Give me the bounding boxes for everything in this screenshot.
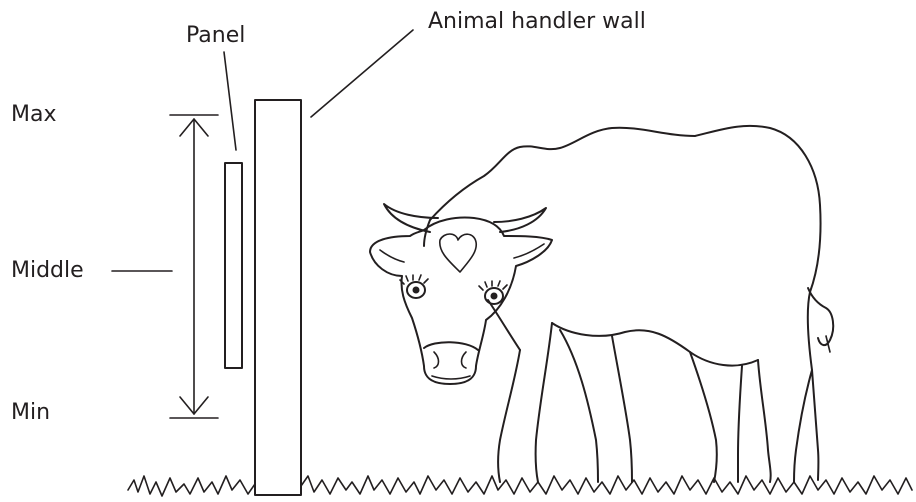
cow-illustration: [370, 126, 833, 482]
wall-leader-line: [311, 30, 413, 117]
max-label: Max: [11, 104, 56, 126]
height-range-arrow: [180, 119, 208, 414]
panel: [225, 163, 242, 368]
wall-label: Animal handler wall: [428, 11, 646, 33]
animal-handler-wall: [255, 100, 301, 495]
panel-label: Panel: [186, 25, 245, 47]
middle-label: Middle: [11, 260, 84, 282]
panel-leader-line: [224, 52, 236, 150]
min-label: Min: [11, 402, 50, 424]
